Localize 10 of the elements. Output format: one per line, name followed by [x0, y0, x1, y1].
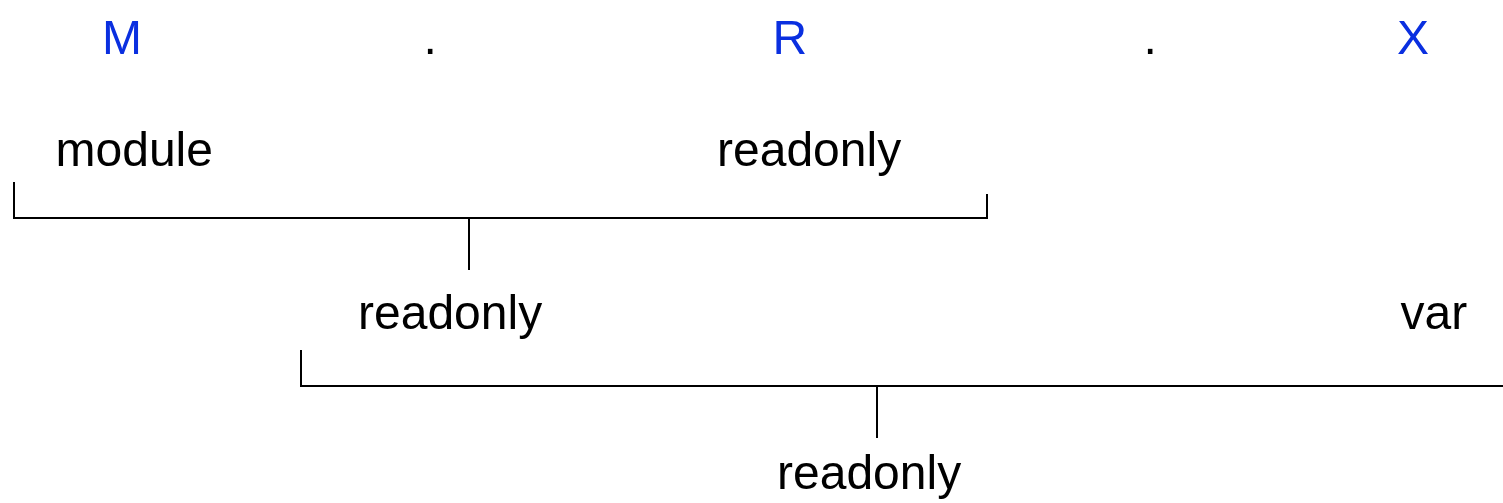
separator-dot: . [1143, 10, 1157, 66]
annotation-text: readonly [717, 122, 902, 178]
segment-letter: R [772, 10, 808, 66]
annotation-text: readonly [777, 445, 962, 501]
annotation-text: readonly [358, 285, 543, 341]
annotation-text: module [55, 122, 213, 178]
segment-letter: M [102, 10, 142, 66]
segment-letter: X [1397, 10, 1429, 66]
annotation-text: var [1400, 285, 1468, 341]
separator-dot: . [423, 10, 437, 66]
